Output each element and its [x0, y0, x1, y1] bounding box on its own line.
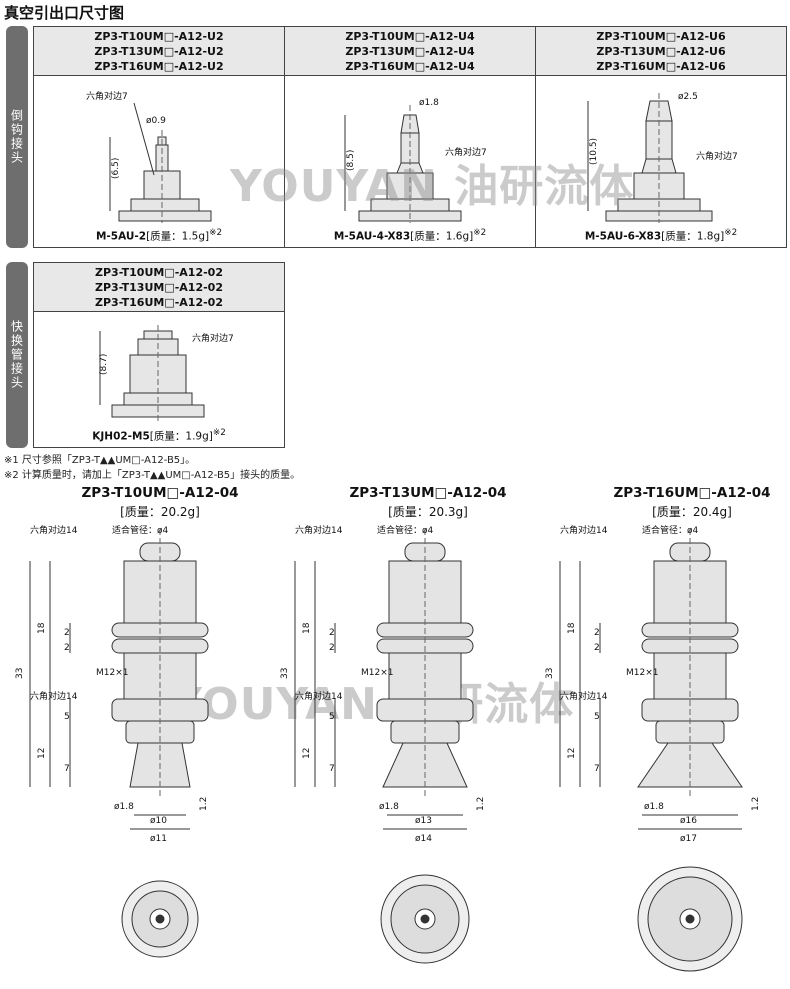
- dim-18: 18: [302, 622, 312, 634]
- dim-1-2: 1.2: [199, 797, 209, 811]
- panel-caption: M-5AU-4-X83[质量：1.6g]※2: [333, 227, 487, 243]
- dim-2: 2: [594, 628, 600, 638]
- dim-12: 12: [302, 748, 312, 759]
- hex-label: 六角对边7: [445, 146, 487, 158]
- tube-label: 适合管径：ø4: [112, 524, 169, 536]
- hex14-label: 六角对边14: [295, 690, 343, 702]
- dim-33: 33: [280, 668, 290, 679]
- page-title: 真空引出口尺寸图: [4, 4, 125, 22]
- height-label: (8.5): [346, 150, 356, 171]
- dim-1-2: 1.2: [476, 797, 486, 811]
- note-1: ※1 尺寸参照「ZP3-T▲▲UM□-A12-B5」。: [4, 455, 196, 466]
- fitting-drawing: (6.5) ø0.9 六角对边7: [86, 90, 212, 223]
- dim-2: 2: [64, 643, 70, 653]
- model-title-t13: ZP3-T13UM□-A12-04: [349, 485, 507, 501]
- model-mass-t10: [质量：20.2g]: [120, 505, 200, 519]
- fitting-drawing: (10.5) ø2.5 六角对边7: [587, 92, 738, 223]
- dim-7: 7: [64, 764, 70, 774]
- hex14-label: 六角对边14: [30, 524, 78, 536]
- model-title-t16: ZP3-T16UM□-A12-04: [613, 485, 771, 501]
- dia-label: ø0.9: [146, 116, 166, 126]
- fitting-drawing: (8.7) 六角对边7: [99, 325, 234, 423]
- dia-outer: ø17: [680, 834, 697, 844]
- dim-7: 7: [329, 764, 335, 774]
- hex14-label: 六角对边14: [295, 524, 343, 536]
- dim-2: 2: [329, 628, 335, 638]
- dia-outer: ø14: [415, 834, 432, 844]
- hex14-label: 六角对边14: [560, 690, 608, 702]
- dim-18: 18: [37, 622, 47, 634]
- bottom-view-hole: [155, 914, 165, 924]
- dia-outer: ø11: [150, 834, 167, 844]
- dim-2: 2: [64, 628, 70, 638]
- bottom-view-hole: [685, 914, 695, 924]
- dim-33: 33: [545, 668, 555, 679]
- note-2: ※2 计算质量时，请加上「ZP3-T▲▲UM□-A12-B5」接头的质量。: [4, 470, 301, 481]
- dia-1-8: ø1.8: [379, 802, 399, 812]
- dim-18: 18: [567, 622, 577, 634]
- side-tab-quick: 快换管接头: [6, 262, 28, 448]
- dia-pad: ø13: [415, 816, 432, 826]
- height-label: (6.5): [111, 158, 121, 179]
- side-tab-barb: 倒钩接头: [6, 26, 28, 248]
- panel-caption: M-5AU-6-X83[质量：1.8g]※2: [584, 227, 738, 243]
- model-title-t10: ZP3-T10UM□-A12-04: [81, 485, 239, 501]
- height-label: (10.5): [589, 138, 599, 165]
- tube-label: 适合管径：ø4: [377, 524, 434, 536]
- panel-caption: M-5AU-2[质量：1.5g]※2: [95, 227, 223, 243]
- dim-5: 5: [64, 712, 70, 722]
- model-mass-t13: [质量：20.3g]: [388, 505, 468, 519]
- dim-33: 33: [15, 668, 25, 679]
- hex-label: 六角对边7: [192, 332, 234, 344]
- dia-pad: ø16: [680, 816, 697, 826]
- height-label: (8.7): [99, 354, 109, 375]
- dim-2: 2: [329, 643, 335, 653]
- tube-label: 适合管径：ø4: [642, 524, 699, 536]
- dia-1-8: ø1.8: [114, 802, 134, 812]
- thread-label: M12×1: [626, 668, 658, 678]
- hex-label: 六角对边7: [696, 150, 738, 162]
- dim-12: 12: [567, 748, 577, 759]
- hex14-label: 六角对边14: [560, 524, 608, 536]
- dia-1-8: ø1.8: [644, 802, 664, 812]
- dim-2: 2: [594, 643, 600, 653]
- dim-7: 7: [594, 764, 600, 774]
- dim-12: 12: [37, 748, 47, 759]
- dim-1-2: 1.2: [751, 797, 761, 811]
- fitting-drawing: (8.5) ø1.8 六角对边7: [344, 98, 487, 223]
- thread-label: M12×1: [361, 668, 393, 678]
- hex14-label: 六角对边14: [30, 690, 78, 702]
- dim-5: 5: [594, 712, 600, 722]
- hex-label: 六角对边7: [86, 90, 128, 102]
- dia-pad: ø10: [150, 816, 167, 826]
- dia-label: ø2.5: [678, 92, 698, 102]
- bottom-view-hole: [420, 914, 430, 924]
- panel-caption: KJH02-M5[质量：1.9g]※2: [92, 427, 226, 443]
- dim-5: 5: [329, 712, 335, 722]
- dia-label: ø1.8: [419, 98, 439, 108]
- thread-label: M12×1: [96, 668, 128, 678]
- model-mass-t16: [质量：20.4g]: [652, 505, 732, 519]
